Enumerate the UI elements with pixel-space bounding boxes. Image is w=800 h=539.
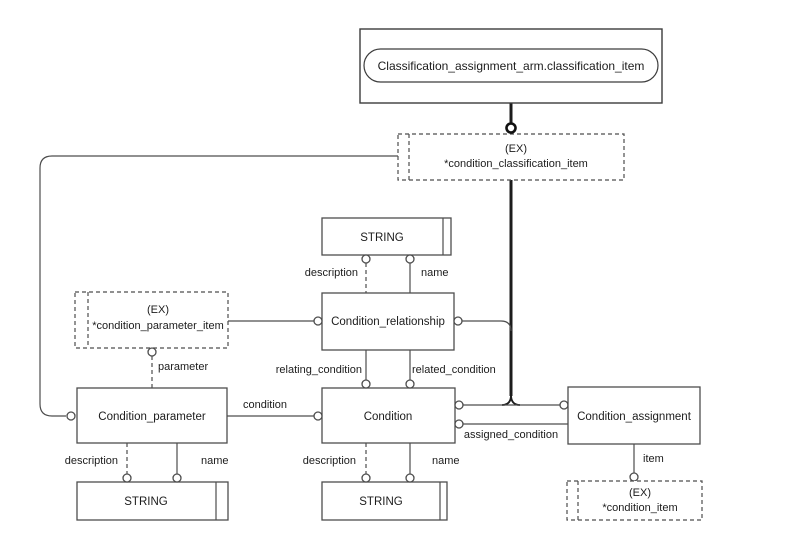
- label-description-mid: description: [303, 455, 356, 467]
- label-name-mid: name: [432, 455, 460, 467]
- type-string-left: STRING: [76, 481, 229, 521]
- string-left-label: STRING: [124, 496, 168, 508]
- label-assigned-condition: assigned_condition: [464, 429, 558, 441]
- rel-circle-parameter-item: [313, 316, 323, 326]
- edge-fillet-left: [501, 394, 512, 406]
- select-condition-parameter-item: (EX) *condition_parameter_item: [74, 291, 229, 349]
- rel-circle-select-left: [454, 400, 464, 410]
- rel-circle-loop: [66, 411, 76, 421]
- attr-circle-description-mid: [361, 473, 371, 483]
- entity-rect: [321, 387, 456, 444]
- label-relating-condition: relating_condition: [276, 364, 362, 376]
- select-box: [566, 480, 703, 521]
- entity-condition-parameter: Condition_parameter: [76, 387, 228, 444]
- select-box: [74, 291, 229, 349]
- label-name-top: name: [421, 267, 449, 279]
- string-top-label: STRING: [360, 232, 404, 244]
- edge-select-to-condition-parameter: [39, 155, 398, 417]
- entity-label: Condition_relationship: [331, 316, 445, 328]
- select-tag: (EX): [147, 304, 169, 316]
- schema-ref-box: Classification_assignment_arm.classifica…: [359, 28, 663, 104]
- attr-circle-name-left: [172, 473, 182, 483]
- entity-condition-assignment: Condition_assignment: [567, 386, 701, 445]
- attr-circle-name-top: [405, 254, 415, 264]
- entity-condition-relationship: Condition_relationship: [321, 292, 455, 351]
- edge-relationship-to-select: [462, 320, 512, 332]
- rel-circle-relating: [361, 379, 371, 389]
- rel-circle-condition: [313, 411, 323, 421]
- select-tag: (EX): [629, 487, 651, 499]
- attr-circle-parameter: [147, 347, 157, 357]
- label-parameter: parameter: [158, 361, 208, 373]
- rel-circle-related: [405, 379, 415, 389]
- entity-rect: [321, 292, 455, 351]
- attr-circle-description-left: [122, 473, 132, 483]
- select-box: [397, 133, 625, 181]
- edge-fillet-right: [510, 394, 521, 406]
- string-mid-rect: [321, 481, 448, 521]
- select-tag: (EX): [505, 143, 527, 155]
- label-related-condition: related_condition: [412, 364, 496, 376]
- select-name: *condition_parameter_item: [92, 320, 223, 332]
- entity-label: Condition_assignment: [577, 411, 692, 423]
- attr-circle-item: [629, 472, 639, 482]
- select-condition-classification-item: (EX) *condition_classification_item: [397, 133, 625, 181]
- label-name-left: name: [201, 455, 229, 467]
- string-mid-label: STRING: [359, 496, 403, 508]
- label-description-left: description: [65, 455, 118, 467]
- rel-circle-select-right: [559, 400, 569, 410]
- schema-stadium: [363, 48, 659, 83]
- label-description-top: description: [305, 267, 358, 279]
- entity-label: Condition: [364, 411, 413, 423]
- string-top-rect: [321, 217, 452, 256]
- aggregate-circle: [505, 122, 517, 134]
- label-item: item: [643, 453, 664, 465]
- entity-condition: Condition: [321, 387, 456, 444]
- type-string-mid: STRING: [321, 481, 448, 521]
- entity-rect: [567, 386, 701, 445]
- select-name: *condition_classification_item: [444, 158, 588, 170]
- string-left-rect: [76, 481, 229, 521]
- schema-ref-label: Classification_assignment_arm.classifica…: [378, 59, 645, 73]
- rel-circle-classification-item: [453, 316, 463, 326]
- entity-label: Condition_parameter: [98, 411, 206, 423]
- label-condition: condition: [243, 399, 287, 411]
- attr-circle-name-mid: [405, 473, 415, 483]
- select-condition-item: (EX) *condition_item: [566, 480, 703, 521]
- attr-circle-description-top: [361, 254, 371, 264]
- rel-circle-assigned-condition: [454, 419, 464, 429]
- entity-rect: [76, 387, 228, 444]
- type-string-top: STRING: [321, 217, 452, 256]
- select-name: *condition_item: [602, 502, 677, 514]
